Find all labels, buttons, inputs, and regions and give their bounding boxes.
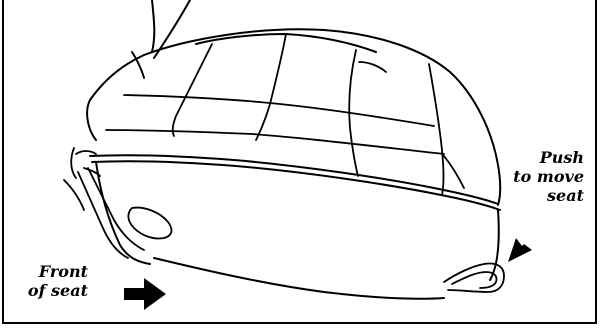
seat-back xyxy=(132,0,190,78)
arrow-right-icon xyxy=(124,278,166,310)
diagram-frame: Push to move seat Front of seat xyxy=(2,0,597,324)
front-of-seat-label: Front of seat xyxy=(8,262,88,300)
push-to-move-seat-label: Push to move seat xyxy=(484,148,584,205)
arrow-down-left-icon xyxy=(508,228,540,262)
seat-side xyxy=(96,162,499,299)
seat-piping xyxy=(90,155,500,210)
